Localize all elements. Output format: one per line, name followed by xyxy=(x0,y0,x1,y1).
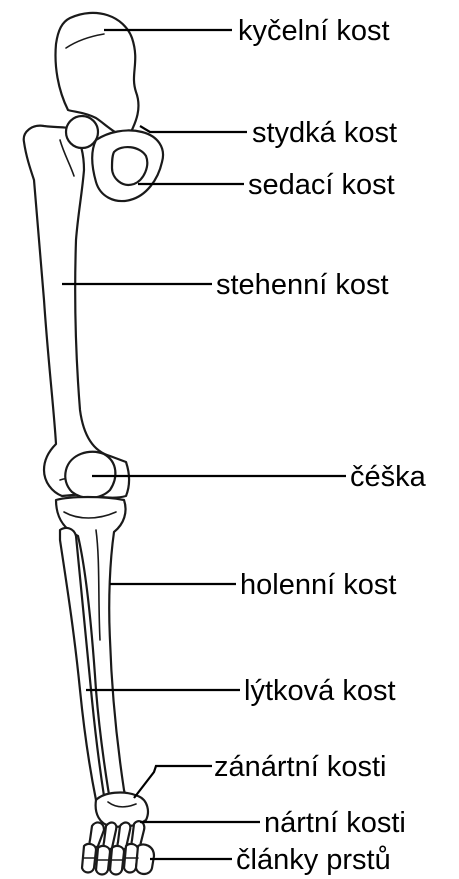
label-metatarsals: nártní kosti xyxy=(264,807,406,839)
leader-pubis xyxy=(140,126,247,132)
label-ischium: sedací kost xyxy=(248,169,395,201)
patella-drawing xyxy=(65,452,115,498)
label-tibia: holenní kost xyxy=(240,569,396,601)
obturator-foramen xyxy=(112,147,147,185)
label-patella: čéška xyxy=(350,461,427,493)
bone-labels: kyčelní kost stydká kost sedací kost ste… xyxy=(214,15,427,876)
phalanges-drawing xyxy=(82,844,154,875)
label-phalanges: články prstů xyxy=(236,844,391,876)
label-hip-bone: kyčelní kost xyxy=(238,15,390,47)
label-tarsals: zánártní kosti xyxy=(214,751,386,783)
label-pubis: stydká kost xyxy=(252,117,397,149)
femoral-head-drawing xyxy=(66,116,98,148)
hip-bone-drawing xyxy=(56,13,139,136)
leg-bones-illustration xyxy=(24,13,163,875)
label-fibula: lýtková kost xyxy=(244,675,396,707)
leader-tarsals xyxy=(134,766,212,798)
label-femur: stehenní kost xyxy=(216,269,389,301)
